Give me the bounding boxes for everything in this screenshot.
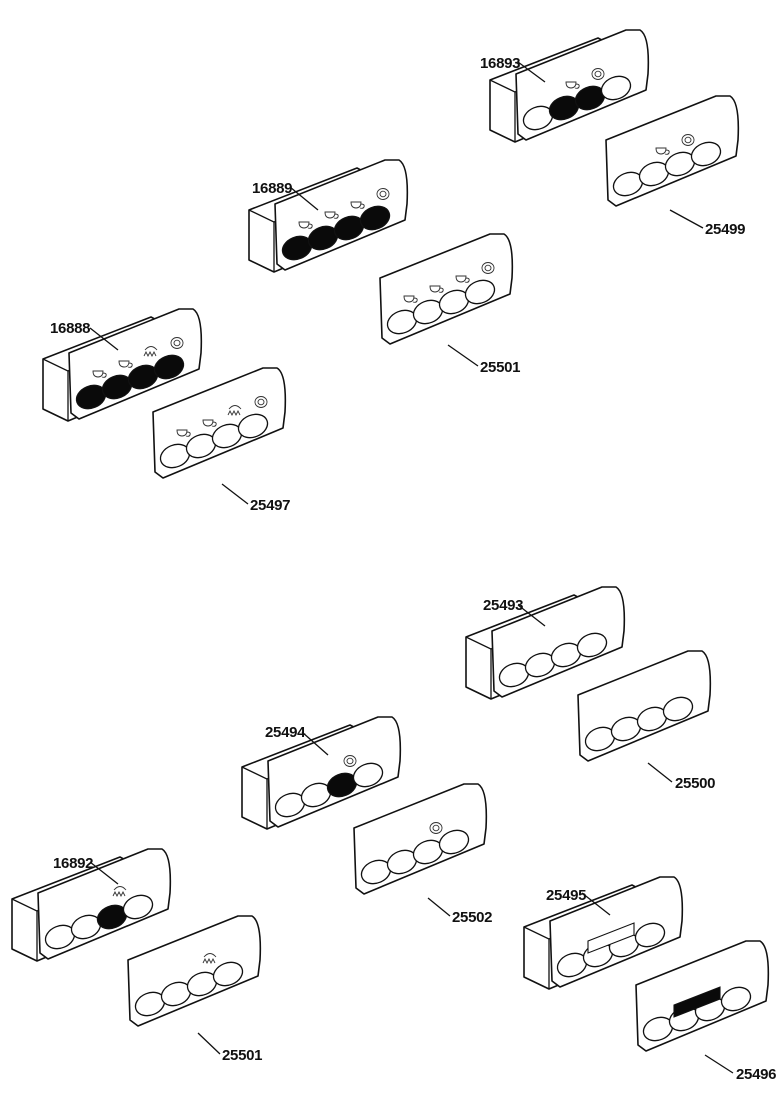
- key-4-dark: [359, 205, 391, 231]
- key-4: [634, 922, 666, 948]
- leader-line: [89, 327, 119, 351]
- leader-line: [221, 483, 249, 505]
- key-4: [576, 632, 608, 658]
- ring-icon: [591, 68, 605, 80]
- part-25497: [152, 367, 287, 479]
- part-25493: [465, 586, 626, 700]
- part-label-25501-top: 25501: [480, 359, 520, 376]
- key-4: [464, 279, 496, 305]
- ring-icon: [343, 755, 357, 767]
- cup-icon: [92, 370, 107, 378]
- display-window: [673, 986, 721, 1018]
- cup-icon: [176, 429, 191, 437]
- cup-icon: [655, 147, 670, 155]
- steam-icon: [227, 405, 242, 417]
- cup-icon: [202, 419, 217, 427]
- leader-line: [669, 209, 704, 229]
- part-label-25497: 25497: [250, 497, 290, 514]
- part-25495: [523, 876, 684, 990]
- parts-layer: [11, 29, 770, 1074]
- key-4: [352, 762, 384, 788]
- part-label-25496: 25496: [736, 1066, 776, 1083]
- steam-icon: [112, 886, 127, 898]
- part-label-16888: 16888: [50, 320, 90, 337]
- leader-line: [704, 1054, 734, 1074]
- key-4: [438, 829, 470, 855]
- key-4-dark: [153, 354, 185, 380]
- display-window: [587, 922, 635, 954]
- key-4: [720, 986, 752, 1012]
- key-4: [212, 961, 244, 987]
- key-4: [122, 894, 154, 920]
- part-25496: [635, 940, 770, 1052]
- leader-line: [647, 762, 673, 783]
- leader-line: [427, 897, 451, 917]
- cup-icon: [298, 221, 313, 229]
- steam-icon: [202, 953, 217, 965]
- part-label-25495: 25495: [546, 887, 586, 904]
- part-label-16893: 16893: [480, 55, 520, 72]
- ring-icon: [481, 262, 495, 274]
- key-4: [662, 696, 694, 722]
- labels-layer: 16893 25499 16889 25501 16888 25497 2549…: [50, 55, 777, 1083]
- cup-icon: [429, 285, 444, 293]
- part-16888: [42, 308, 203, 422]
- ring-icon: [376, 188, 390, 200]
- part-label-25494: 25494: [265, 724, 306, 741]
- leader-line: [517, 61, 546, 83]
- part-16889: [248, 159, 409, 273]
- cup-icon: [350, 201, 365, 209]
- part-label-25502: 25502: [452, 909, 492, 926]
- part-25500: [577, 650, 712, 762]
- part-label-16889: 16889: [252, 180, 292, 197]
- cup-icon: [565, 81, 580, 89]
- ring-icon: [254, 396, 268, 408]
- leader-line: [447, 344, 479, 367]
- part-25494: [241, 716, 402, 830]
- cup-icon: [118, 360, 133, 368]
- part-label-16892: 16892: [53, 855, 93, 872]
- ring-icon: [170, 337, 184, 349]
- cup-icon: [455, 275, 470, 283]
- part-label-25501-bottom: 25501: [222, 1047, 262, 1064]
- leader-line: [197, 1032, 221, 1055]
- key-4: [690, 141, 722, 167]
- part-25501: [127, 915, 262, 1027]
- part-25499: [605, 95, 740, 207]
- leader-line: [581, 892, 611, 916]
- cup-icon: [324, 211, 339, 219]
- steam-icon: [143, 346, 158, 358]
- cup-icon: [403, 295, 418, 303]
- part-16893: [489, 29, 650, 143]
- ring-icon: [429, 822, 443, 834]
- key-4: [237, 413, 269, 439]
- leader-line: [89, 861, 119, 885]
- leader-line: [301, 731, 329, 756]
- key-4: [600, 75, 632, 101]
- leader-line: [289, 186, 319, 211]
- part-label-25499: 25499: [705, 221, 745, 238]
- part-label-25500: 25500: [675, 775, 715, 792]
- ring-icon: [681, 134, 695, 146]
- part-25501: [379, 233, 514, 345]
- part-25502: [353, 783, 488, 895]
- leader-line: [517, 604, 546, 627]
- part-label-25493: 25493: [483, 597, 523, 614]
- part-16892: [11, 848, 172, 962]
